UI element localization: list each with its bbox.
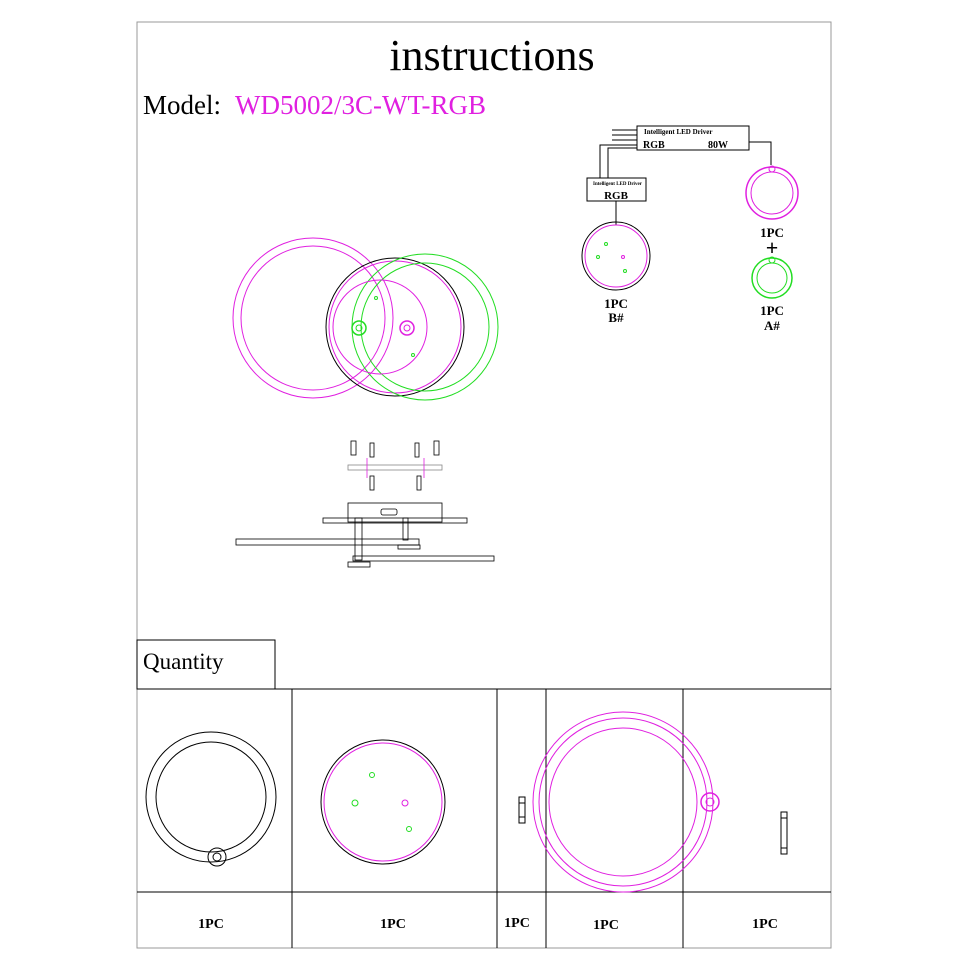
side-view-hardware bbox=[235, 440, 495, 568]
part-a-qty: 1PC bbox=[760, 303, 784, 318]
main-driver-power: 80W bbox=[708, 140, 728, 151]
model-number: WD5002/3C-WT-RGB bbox=[235, 90, 486, 120]
assembled-top-view bbox=[232, 237, 499, 401]
qty-item-3: 1PC bbox=[504, 916, 530, 931]
plus-sign: + bbox=[766, 235, 779, 260]
qty-item-4: 1PC bbox=[593, 918, 619, 933]
main-driver-name: Intelligent LED Driver bbox=[644, 128, 712, 136]
main-driver-type: RGB bbox=[643, 140, 665, 151]
part-b-label: B# bbox=[608, 310, 624, 325]
quantity-heading: Quantity bbox=[143, 649, 224, 674]
part-b-disc bbox=[320, 739, 446, 865]
page-title: instructions bbox=[389, 31, 594, 80]
part-screw-2 bbox=[780, 811, 788, 855]
qty-item-2: 1PC bbox=[380, 917, 406, 932]
main-driver-box bbox=[636, 125, 750, 151]
part-a-top-qty: 1PC bbox=[760, 225, 784, 240]
model-label: Model: bbox=[143, 90, 221, 120]
part-magenta-ring bbox=[532, 711, 720, 893]
quantity-table bbox=[137, 688, 831, 948]
qty-item-1: 1PC bbox=[198, 917, 224, 932]
wiring-diagram bbox=[581, 125, 799, 299]
qty-item-5: 1PC bbox=[752, 917, 778, 932]
sub-driver-name: Intelligent LED Driver bbox=[593, 182, 643, 187]
page-frame bbox=[136, 21, 832, 949]
part-b-qty: 1PC bbox=[604, 296, 628, 311]
part-a-label: A# bbox=[764, 318, 780, 333]
sub-driver-type: RGB bbox=[604, 190, 629, 202]
part-black-ring bbox=[145, 731, 277, 867]
part-screw-1 bbox=[518, 796, 526, 824]
